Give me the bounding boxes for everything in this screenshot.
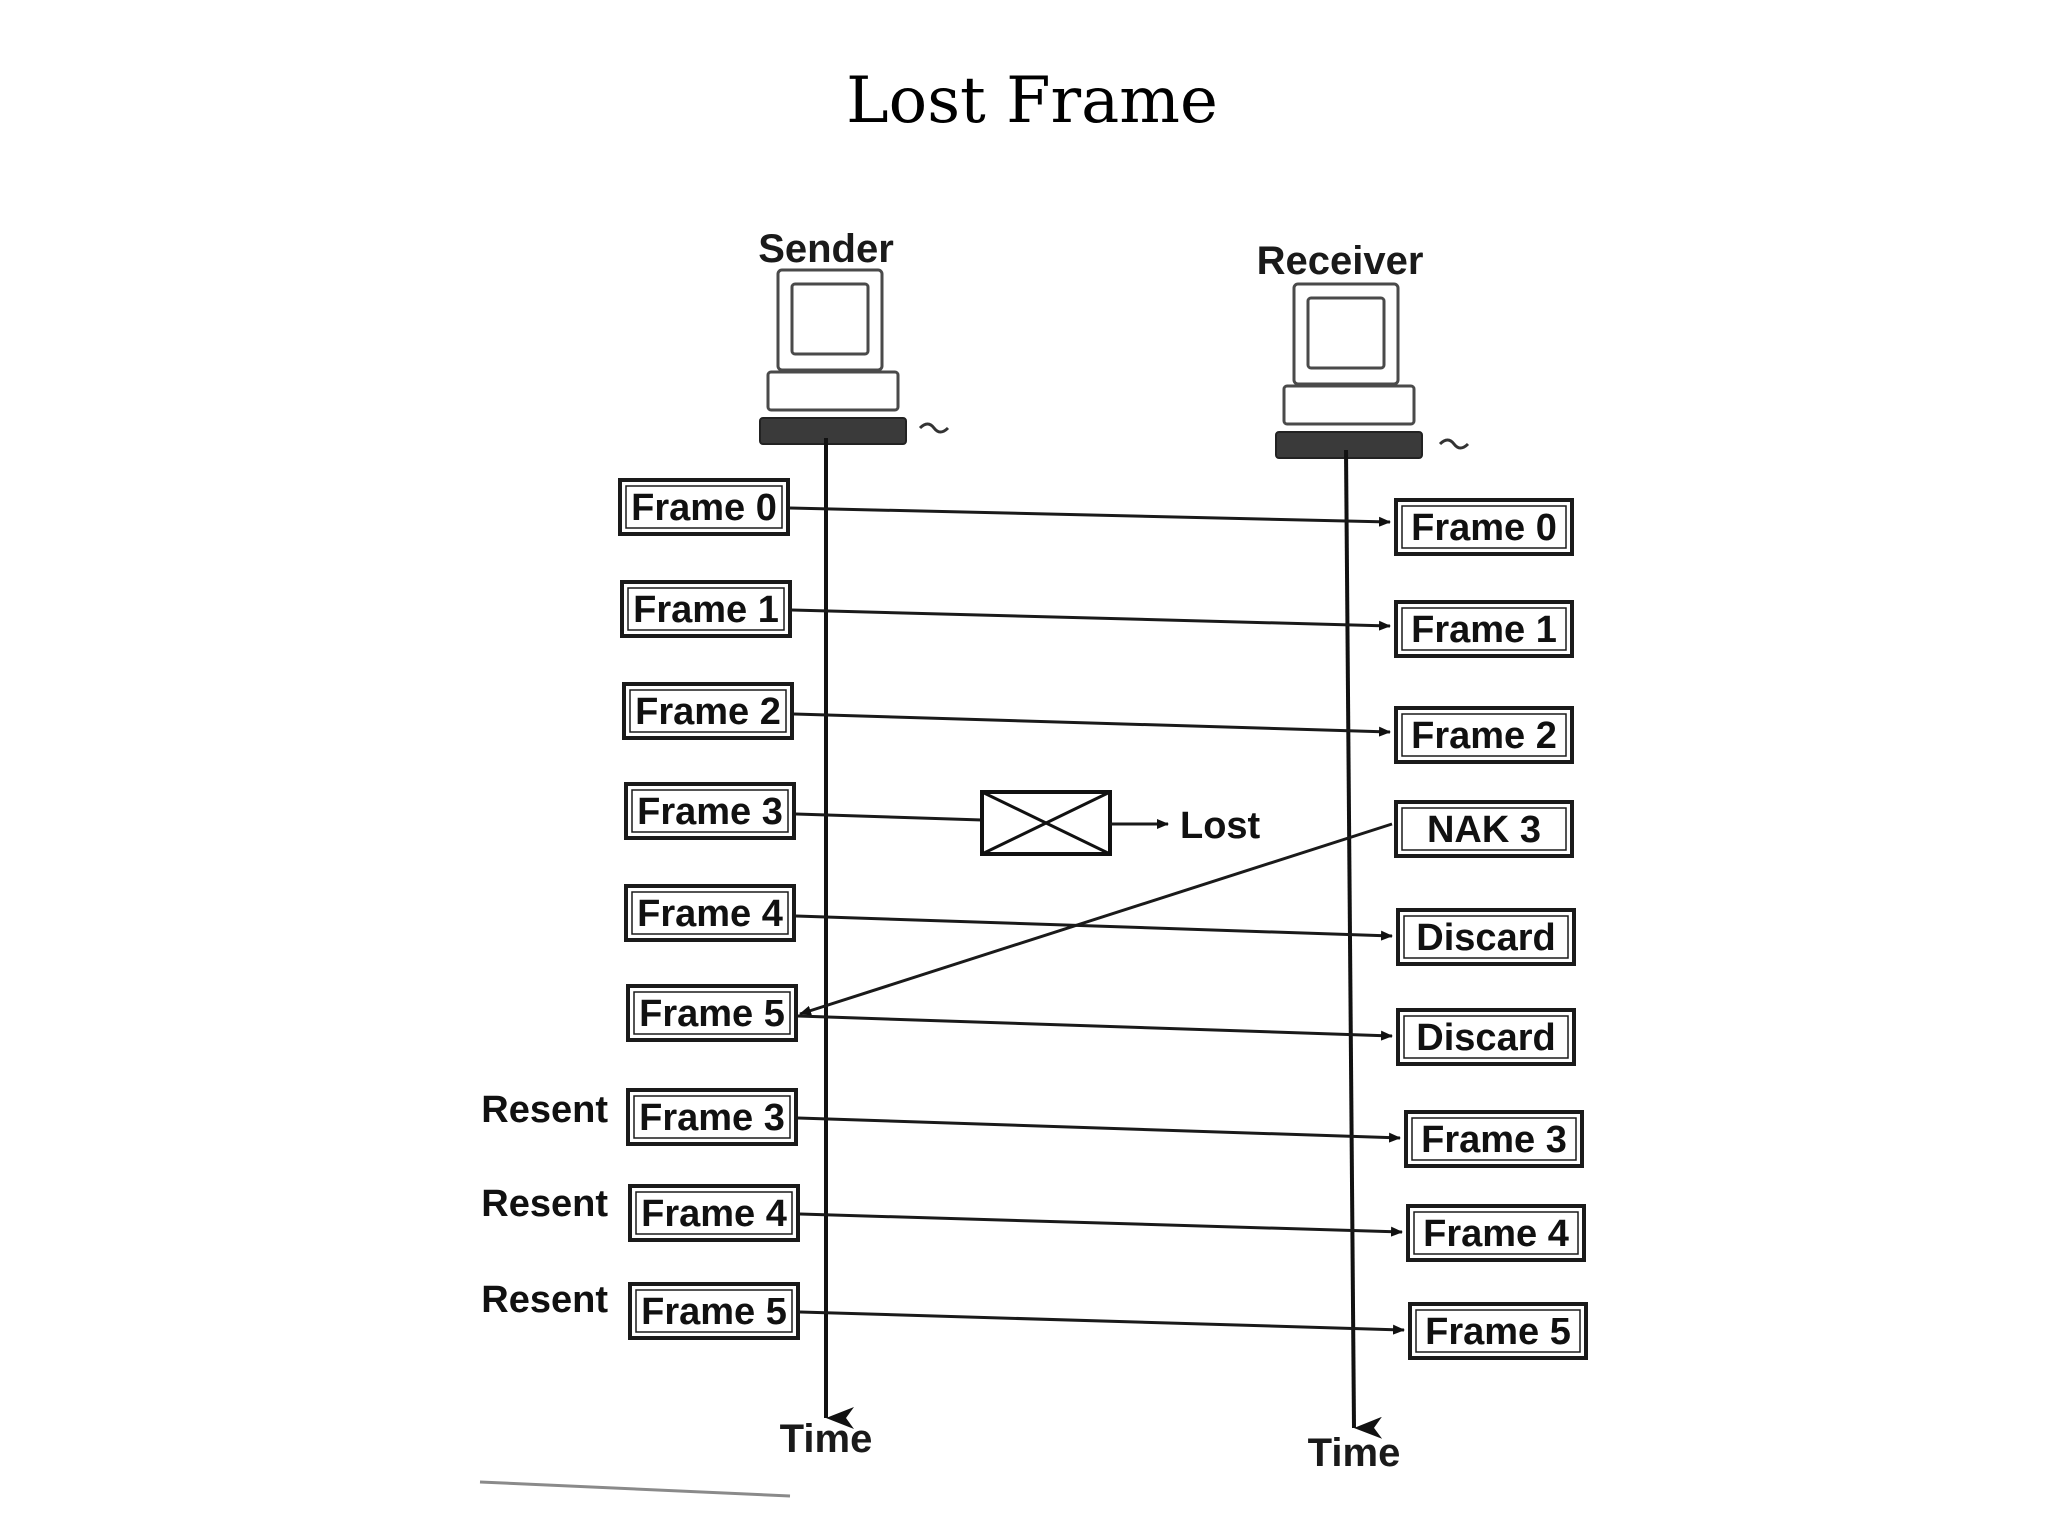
message-arrow-frame-3-lost: [795, 812, 983, 822]
receiver-time-label: Time: [1308, 1431, 1401, 1475]
lost-label: Lost: [1180, 805, 1261, 847]
svg-text:Discard: Discard: [1416, 917, 1555, 959]
lost-x-icon: [980, 790, 1112, 856]
svg-text:Frame 2: Frame 2: [635, 691, 781, 733]
receiver-discard-box: Discard: [1396, 1008, 1576, 1066]
receiver-event-box: Frame 5: [1408, 1302, 1588, 1360]
resent-label: Resent: [481, 1089, 608, 1131]
receiver-nak-box: NAK 3: [1394, 800, 1574, 858]
svg-text:Frame 1: Frame 1: [1411, 609, 1557, 651]
svg-text:Frame 2: Frame 2: [1411, 715, 1557, 757]
svg-text:Frame 4: Frame 4: [637, 893, 783, 935]
message-arrow-frame-2: [793, 712, 1391, 737]
receiver-event-box: Frame 0: [1394, 498, 1574, 556]
sender-frame-box-resent: Frame 5: [628, 1282, 800, 1340]
sender-frame-box: Frame 4: [624, 884, 796, 942]
svg-text:Discard: Discard: [1416, 1017, 1555, 1059]
sender-frame-box-resent: Frame 3: [626, 1088, 798, 1146]
svg-text:Frame 3: Frame 3: [639, 1097, 785, 1139]
svg-text:Frame 3: Frame 3: [1421, 1119, 1567, 1161]
resent-label: Resent: [481, 1279, 608, 1321]
sender-frame-box: Frame 5: [626, 984, 798, 1042]
svg-text:Frame 0: Frame 0: [631, 487, 777, 529]
resent-label: Resent: [481, 1183, 608, 1225]
message-arrow-resent-frame-5: [799, 1310, 1405, 1335]
receiver-event-box: Frame 1: [1394, 600, 1574, 658]
message-arrow-frame-0: [789, 506, 1391, 527]
svg-text:Frame 5: Frame 5: [1425, 1311, 1571, 1353]
message-arrow-resent-frame-4: [799, 1212, 1403, 1237]
sender-frame-box: Frame 3: [624, 782, 796, 840]
receiver-timeline: [1344, 449, 1383, 1439]
svg-text:Frame 4: Frame 4: [641, 1193, 787, 1235]
sender-computer-icon: [759, 268, 950, 445]
svg-text:Frame 4: Frame 4: [1423, 1213, 1569, 1255]
sender-time-label: Time: [780, 1417, 873, 1461]
sender-label: Sender: [758, 227, 894, 271]
svg-text:Frame 5: Frame 5: [641, 1291, 787, 1333]
message-arrow-resent-frame-3: [797, 1116, 1401, 1143]
page-title: Lost Frame: [846, 64, 1218, 138]
svg-text:Frame 3: Frame 3: [637, 791, 783, 833]
sender-frame-box: Frame 1: [620, 580, 792, 638]
receiver-event-box: Frame 3: [1404, 1110, 1584, 1168]
svg-text:Frame 1: Frame 1: [633, 589, 779, 631]
message-arrow-frame-1: [791, 608, 1391, 631]
receiver-event-box: Frame 2: [1394, 706, 1574, 764]
message-arrow-frame-4: [795, 914, 1393, 941]
svg-text:Frame 5: Frame 5: [639, 993, 785, 1035]
scan-artifact-line: [479, 1480, 791, 1498]
receiver-label: Receiver: [1257, 239, 1424, 283]
sender-frame-box: Frame 0: [618, 478, 790, 536]
svg-text:Frame 0: Frame 0: [1411, 507, 1557, 549]
sender-frame-box-resent: Frame 4: [628, 1184, 800, 1242]
svg-text:NAK 3: NAK 3: [1427, 809, 1541, 851]
receiver-discard-box: Discard: [1396, 908, 1576, 966]
receiver-event-box: Frame 4: [1406, 1204, 1586, 1262]
receiver-computer-icon: [1275, 282, 1470, 459]
sender-frame-box: Frame 2: [622, 682, 794, 740]
nak-arrow: [799, 822, 1393, 1016]
message-arrow-frame-5: [797, 1014, 1393, 1041]
